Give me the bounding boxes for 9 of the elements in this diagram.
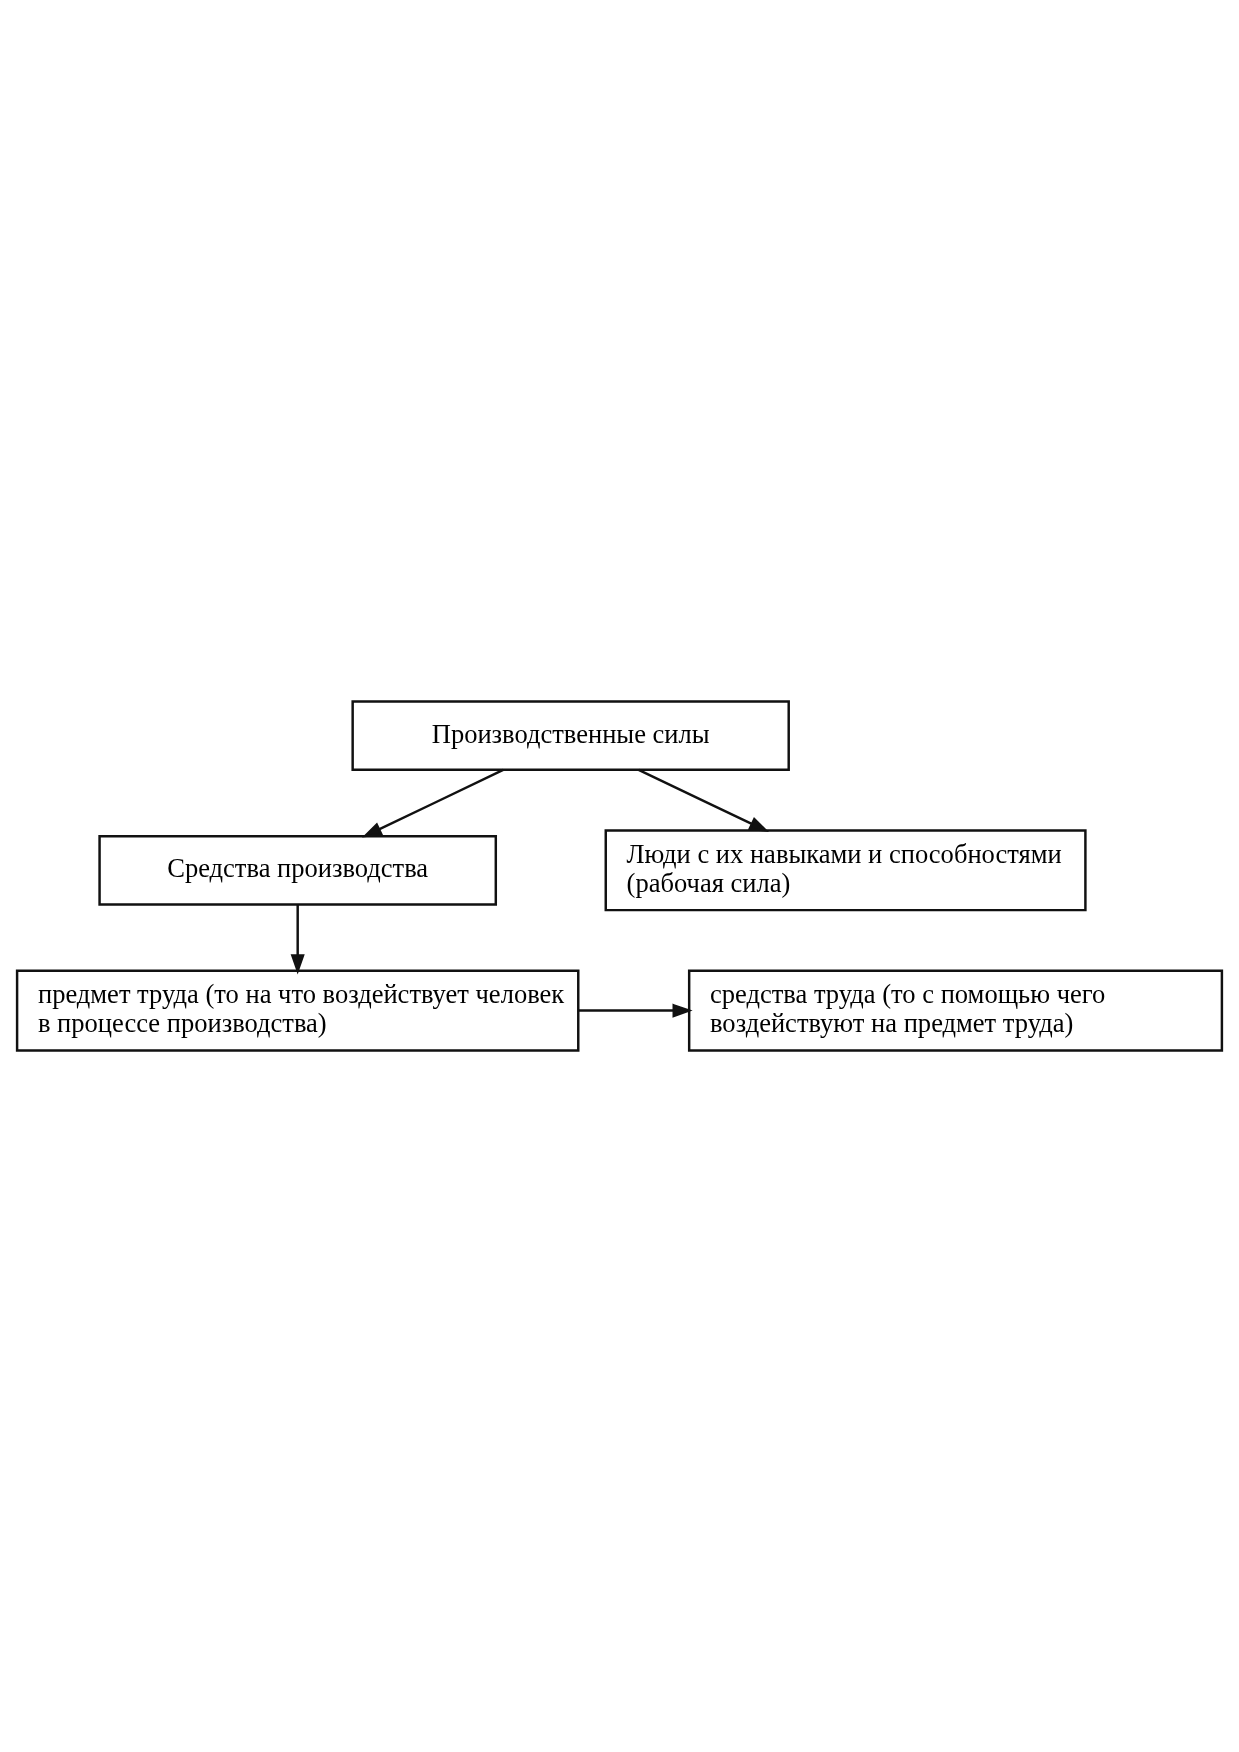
arrow xyxy=(362,768,504,838)
arrow xyxy=(578,1003,693,1018)
node-box: средства труда (то с помощью чего воздействуют на предмет труда) xyxy=(687,969,1224,1052)
node-box: Люди с их навыками и способностями (рабочая сила) xyxy=(604,829,1087,912)
node-box: Производственные силы xyxy=(351,700,790,772)
node-box: Средства производства xyxy=(98,834,498,906)
arrow xyxy=(290,904,305,975)
arrow xyxy=(638,768,770,832)
node-box: предмет труда (то на что воздействует человек в процессе производства) xyxy=(15,969,580,1052)
